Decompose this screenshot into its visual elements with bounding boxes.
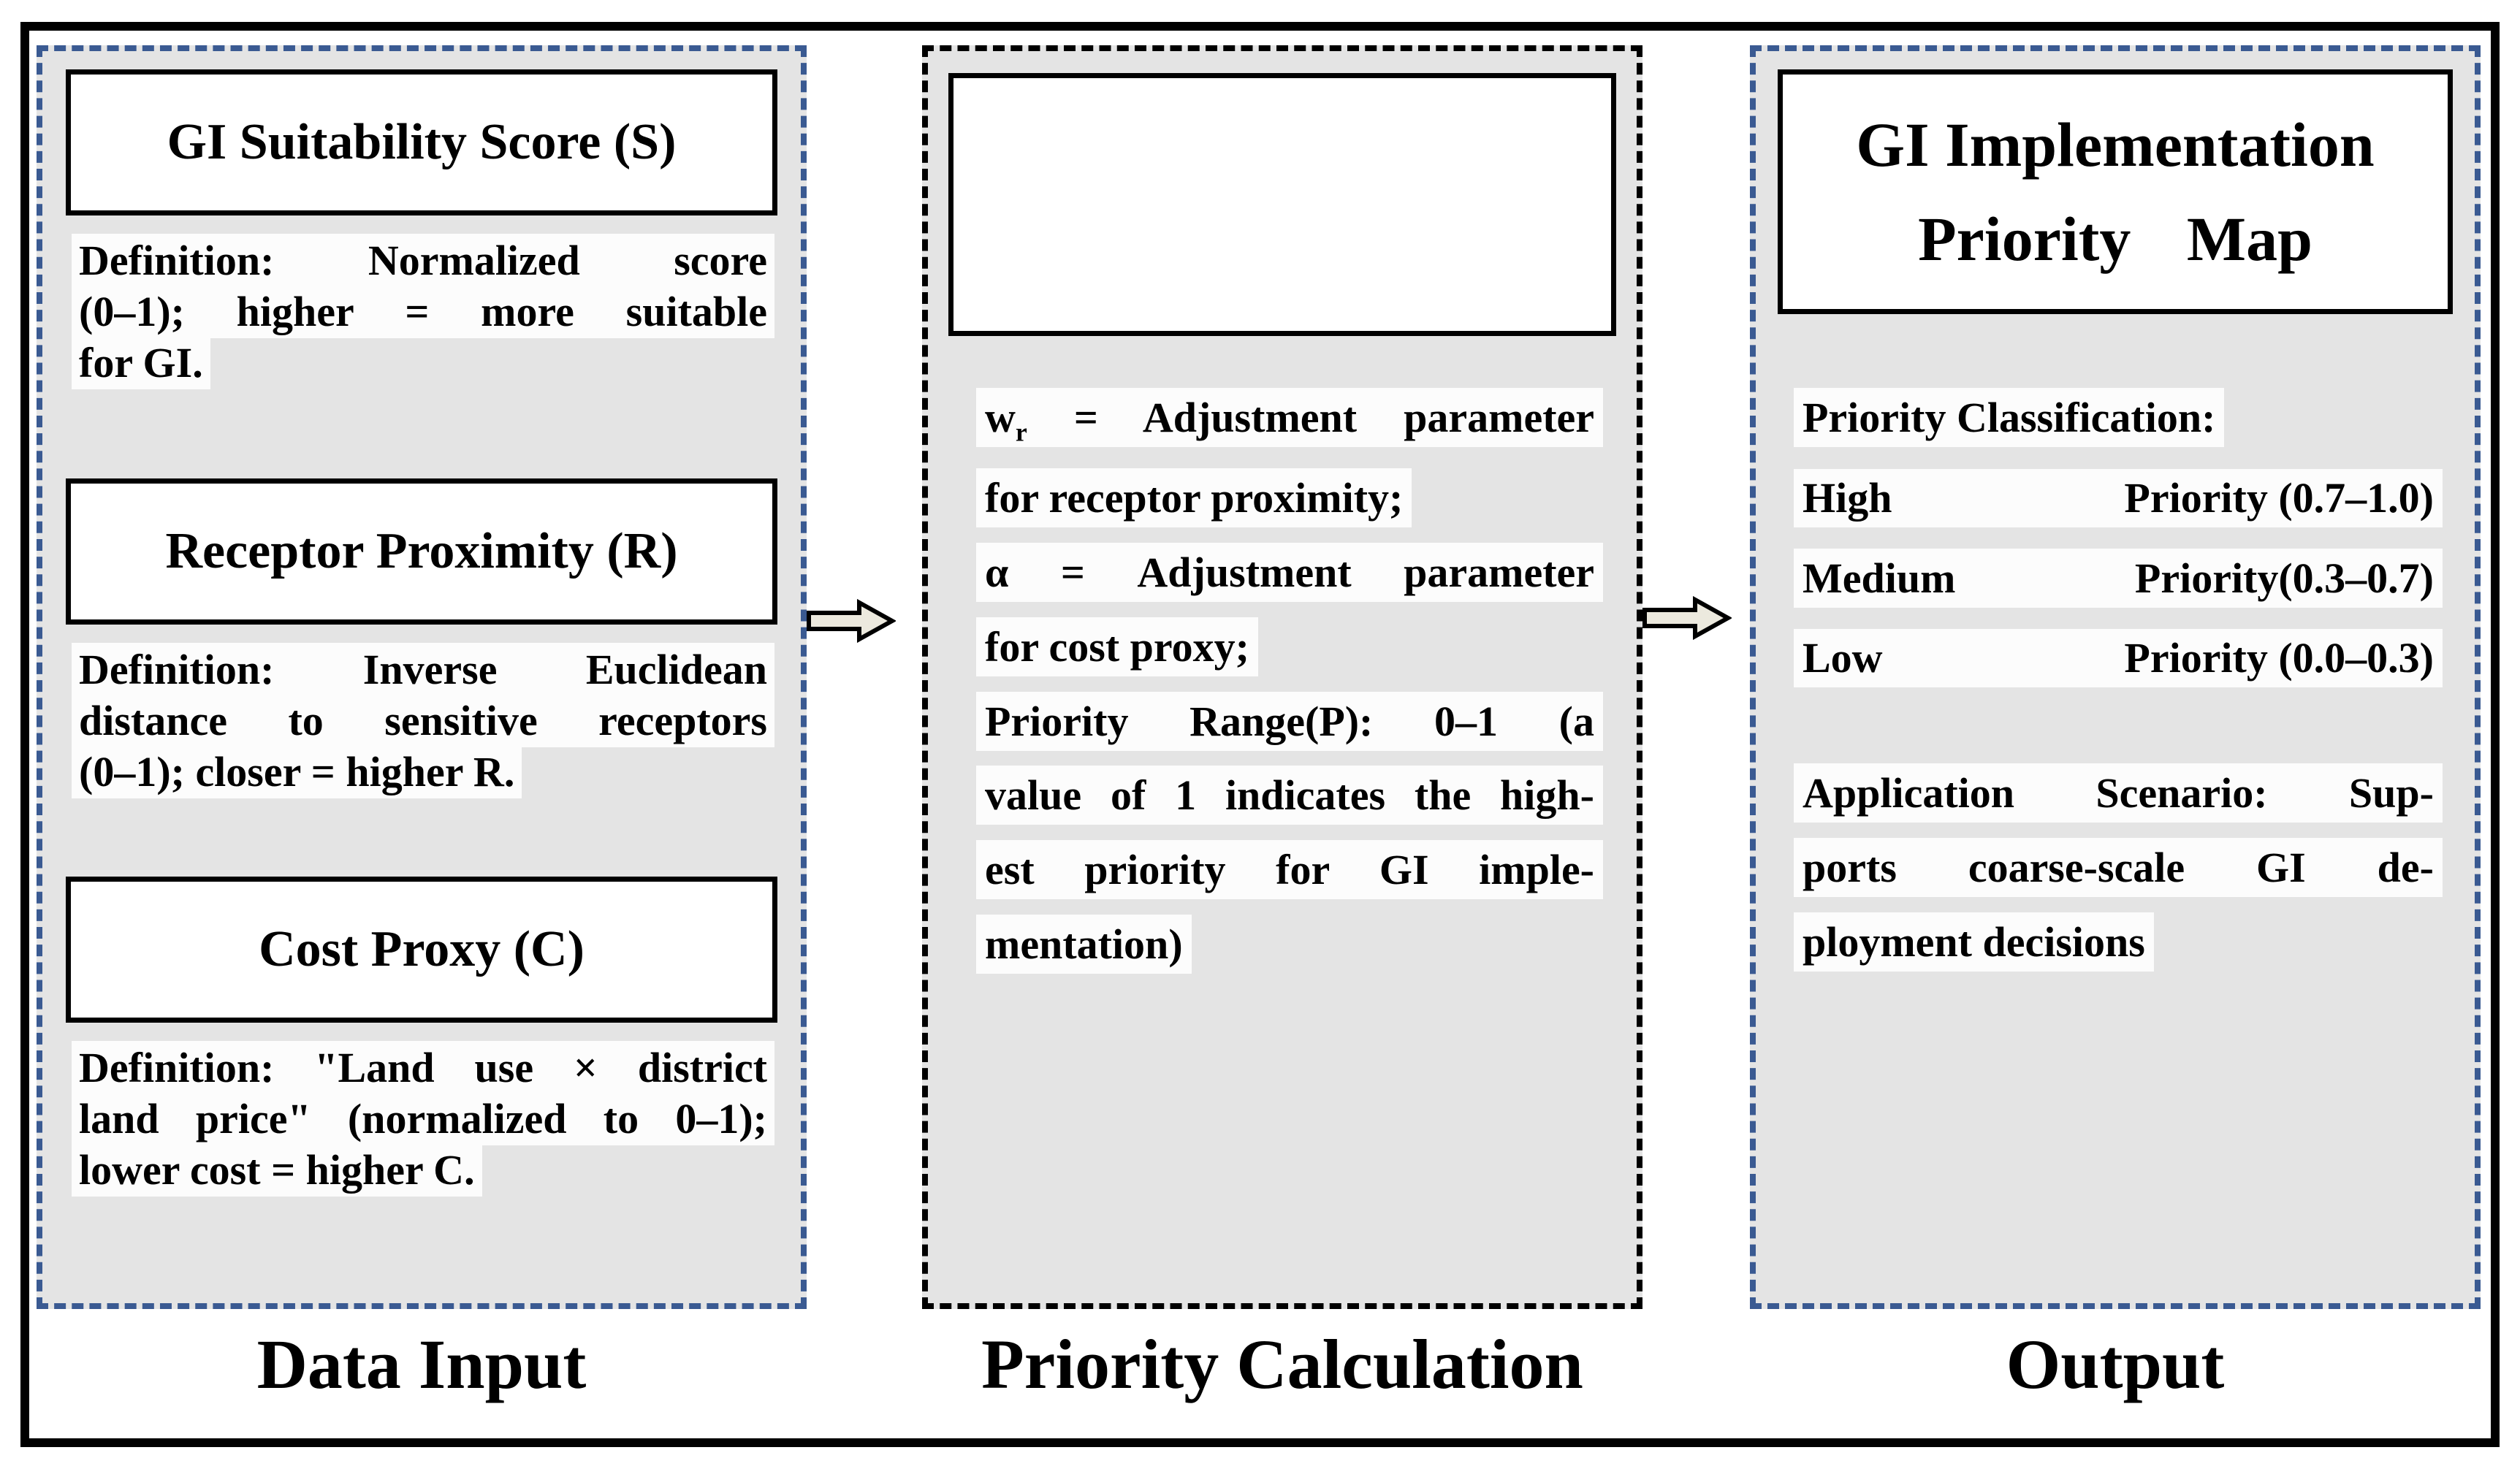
calc-line-text: α = Adjustment parameter (976, 542, 1603, 602)
definition-line-text: (0–1); higher = more suitable (72, 284, 774, 338)
gi-suitability-score-title: GI Suitability Score (S) (167, 114, 677, 170)
cost-definition: Definition: "Land use × district land pr… (72, 1041, 774, 1197)
definition-line-text: distance to sensitive receptors (72, 693, 774, 747)
formula-box (948, 73, 1616, 336)
output-line-text: ports coarse-scale GI de- (1794, 837, 2443, 897)
output-line-text: Application Scenario: Sup- (1794, 763, 2443, 823)
low-priority-line: Low Priority (0.0–0.3) (1794, 629, 2443, 688)
data-input-panel: GI Suitability Score (S) Definition: Nor… (37, 45, 807, 1309)
calc-line-alpha: α = Adjustment parameter (976, 542, 1603, 602)
definition-line-text: lower cost = higher C. (72, 1142, 482, 1197)
map-title-line2: Priority Map (1918, 203, 2312, 274)
calc-line: est priority for GI imple- (976, 840, 1603, 900)
high-priority-range: Priority (0.7–1.0) (2124, 473, 2434, 522)
calc-line: value of 1 indicates the high- (976, 766, 1603, 825)
calc-line-wr: wr = Adjustment parameter (976, 388, 1603, 447)
definition-line: distance to sensitive receptors (72, 693, 774, 747)
definition-line: for GI. (72, 335, 774, 389)
receptor-proximity-title: Receptor Proximity (R) (165, 523, 678, 579)
calc-line: for cost proxy; (976, 617, 1603, 676)
data-input-label: Data Input (256, 1325, 587, 1403)
definition-line: Definition: "Land use × district (72, 1041, 774, 1094)
priority-classification-header: Priority Classification: (1794, 388, 2443, 447)
wr-symbol: w (985, 394, 1016, 441)
definition-line-text: land price" (normalized to 0–1); (72, 1091, 774, 1145)
high-priority-line: High Priority (0.7–1.0) (1794, 468, 2443, 527)
flow-arrow-icon (807, 598, 897, 646)
cost-proxy-box: Cost Proxy (C) (66, 877, 777, 1023)
output-notes: Priority Classification: High Priority (… (1794, 388, 2443, 993)
calc-line-text: for cost proxy; (976, 617, 1258, 676)
calc-line-text: wr = Adjustment parameter (976, 388, 1603, 447)
definition-line: Definition: Inverse Euclidean (72, 643, 774, 696)
definition-line: (0–1); higher = more suitable (72, 284, 774, 338)
calc-line: mentation) (976, 914, 1603, 974)
low-priority-label: Low (1803, 634, 1883, 682)
flow-arrow-icon (1642, 595, 1733, 644)
suitability-definition: Definition: Normalized score (0–1); high… (72, 234, 774, 390)
definition-line: Definition: Normalized score (72, 234, 774, 287)
priority-calculation-label: Priority Calculation (981, 1325, 1583, 1403)
definition-line-text: Definition: Inverse Euclidean (72, 643, 774, 696)
calc-line-priority-range: Priority Range(P): 0–1 (a (976, 691, 1603, 751)
application-scenario-line: ployment decisions (1794, 912, 2443, 972)
receptor-proximity-box: Receptor Proximity (R) (66, 478, 777, 625)
definition-line-text: Definition: Normalized score (72, 234, 774, 287)
definition-line-text: for GI. (72, 335, 210, 389)
output-label: Output (2006, 1325, 2225, 1403)
output-line-text: ployment decisions (1794, 912, 2154, 972)
definition-line: lower cost = higher C. (72, 1142, 774, 1197)
gi-priority-map-box: GI Implementation Priority Map (1778, 69, 2453, 314)
calc-line-text: Priority Range(P): 0–1 (a (976, 691, 1603, 751)
output-line-text: Medium Priority(0.3–0.7) (1794, 548, 2443, 608)
high-priority-label: High (1803, 473, 1892, 522)
low-priority-range: Priority (0.0–0.3) (2124, 634, 2434, 682)
calc-line: for receptor proximity; (976, 468, 1603, 528)
definition-line: land price" (normalized to 0–1); (72, 1091, 774, 1145)
medium-priority-line: Medium Priority(0.3–0.7) (1794, 548, 2443, 608)
priority-calculation-panel: wr = Adjustment parameter for receptor p… (922, 45, 1642, 1309)
calc-line-text: value of 1 indicates the high- (976, 766, 1603, 825)
definition-line: (0–1); closer = higher R. (72, 744, 774, 798)
calc-line-text: mentation) (976, 914, 1192, 974)
map-title-line1: GI Implementation (1856, 109, 2375, 180)
definition-line-text: Definition: "Land use × district (72, 1041, 774, 1094)
output-panel: GI Implementation Priority Map Priority … (1750, 45, 2481, 1309)
receptor-definition: Definition: Inverse Euclidean distance t… (72, 643, 774, 799)
application-scenario-line: ports coarse-scale GI de- (1794, 837, 2443, 897)
wr-subscript: r (1015, 417, 1027, 447)
definition-line-text: (0–1); closer = higher R. (72, 744, 522, 798)
cost-proxy-title: Cost Proxy (C) (259, 921, 585, 977)
wr-description: = Adjustment parameter (1027, 394, 1594, 441)
application-scenario-line: Application Scenario: Sup- (1794, 763, 2443, 823)
output-line-text: Priority Classification: (1794, 388, 2225, 447)
gi-suitability-score-box: GI Suitability Score (S) (66, 69, 777, 215)
calculation-notes: wr = Adjustment parameter for receptor p… (976, 388, 1603, 996)
calc-line-text: for receptor proximity; (976, 468, 1412, 528)
calc-line-text: est priority for GI imple- (976, 840, 1603, 900)
